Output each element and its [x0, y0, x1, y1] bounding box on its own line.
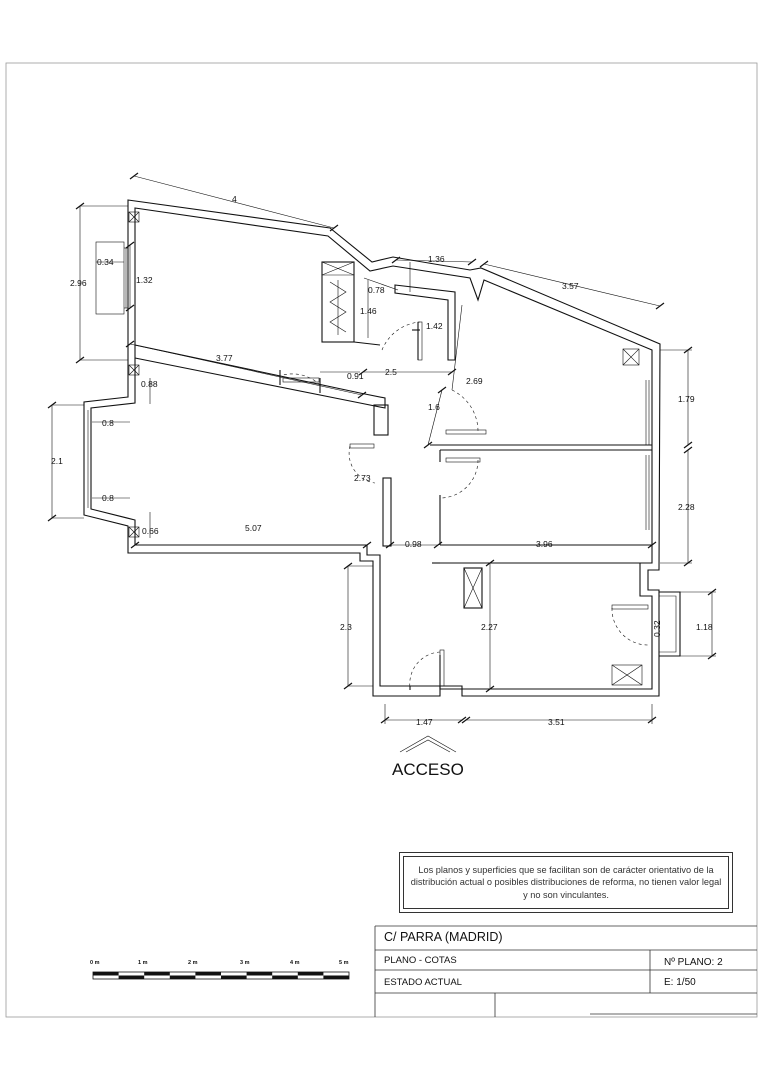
- dim-window-reveal-top: 0.34: [97, 257, 114, 267]
- door-swings: [282, 321, 649, 689]
- dim-kitchen-depth: 2.27: [481, 622, 498, 632]
- dim-hall-mid: 2.73: [354, 473, 371, 483]
- disclaimer-box: Los planos y superficies que se facilita…: [399, 852, 733, 913]
- scale-bar: 0 m 1 m 2 m 3 m 4 m 5 m: [90, 960, 350, 980]
- dim-right-room-top: 1.79: [678, 394, 695, 404]
- title-plan-number: Nº PLANO: 2: [664, 957, 723, 968]
- dim-hall-length: 1.6: [428, 402, 440, 412]
- sheet-frame: [5, 62, 758, 1018]
- dim-bottom-left: 1.47: [416, 717, 433, 727]
- dim-hall-top-right: 1.42: [426, 321, 443, 331]
- title-plan-type: PLANO - COTAS: [384, 955, 457, 966]
- floor-plan-walls: [83, 199, 681, 697]
- dim-left-bay-bottom: 0.8: [102, 493, 114, 503]
- dim-balcony-width: 1.18: [696, 622, 713, 632]
- dimension-labels: 4 2.96 0.34 1.32 1.36 3.57 0.78 1.46 1.4…: [51, 194, 713, 727]
- dim-window-width-top: 1.32: [136, 275, 153, 285]
- scale-label-3: 3 m: [240, 960, 250, 966]
- title-block-grid: [374, 925, 757, 1017]
- disclaimer-text: Los planos y superficies que se facilita…: [410, 864, 722, 900]
- title-status: ESTADO ACTUAL: [384, 977, 462, 988]
- dim-top-center: 1.36: [428, 254, 445, 264]
- dim-closet-width: 0.78: [368, 285, 385, 295]
- dim-right-room-mid: 2.28: [678, 502, 695, 512]
- scale-label-2: 2 m: [188, 960, 198, 966]
- dim-left-bay-height: 2.1: [51, 456, 63, 466]
- dim-left-offset: 0.88: [141, 379, 158, 389]
- dim-balcony-reveal: 0.32: [652, 620, 662, 637]
- title-scale: E: 1/50: [664, 977, 696, 988]
- access-label: ACCESO: [392, 760, 464, 779]
- dim-left-bay-top: 0.8: [102, 418, 114, 428]
- dim-left-window-height: 2.96: [70, 278, 87, 288]
- scale-label-0: 0 m: [90, 960, 100, 966]
- title-address: C/ PARRA (MADRID): [384, 930, 503, 944]
- scale-label-1: 1 m: [138, 960, 148, 966]
- dim-hall-width: 2.5: [385, 367, 397, 377]
- dim-bedroom-top-width: 3.77: [216, 353, 233, 363]
- dim-living-width: 5.07: [245, 523, 262, 533]
- dim-left-bottom-offset: 0.66: [142, 526, 159, 536]
- scale-label-5: 5 m: [339, 960, 349, 966]
- access-arrow-icon: [399, 735, 457, 753]
- dim-top-left-wall: 4: [232, 194, 237, 204]
- dim-entry-width: 0.98: [405, 539, 422, 549]
- dimension-lines: [47, 172, 717, 724]
- disclaimer-inner: Los planos y superficies que se facilita…: [403, 856, 729, 909]
- dim-door-hall: 0.91: [347, 371, 364, 381]
- scale-label-4: 4 m: [290, 960, 300, 966]
- dim-top-right: 3.57: [562, 281, 579, 291]
- dim-bottom-right: 3.51: [548, 717, 565, 727]
- dim-hall-diag: 2.69: [466, 376, 483, 386]
- dim-closet-depth: 1.46: [360, 306, 377, 316]
- dim-right-room-width: 3.96: [536, 539, 553, 549]
- dim-entry-room-height: 2.3: [340, 622, 352, 632]
